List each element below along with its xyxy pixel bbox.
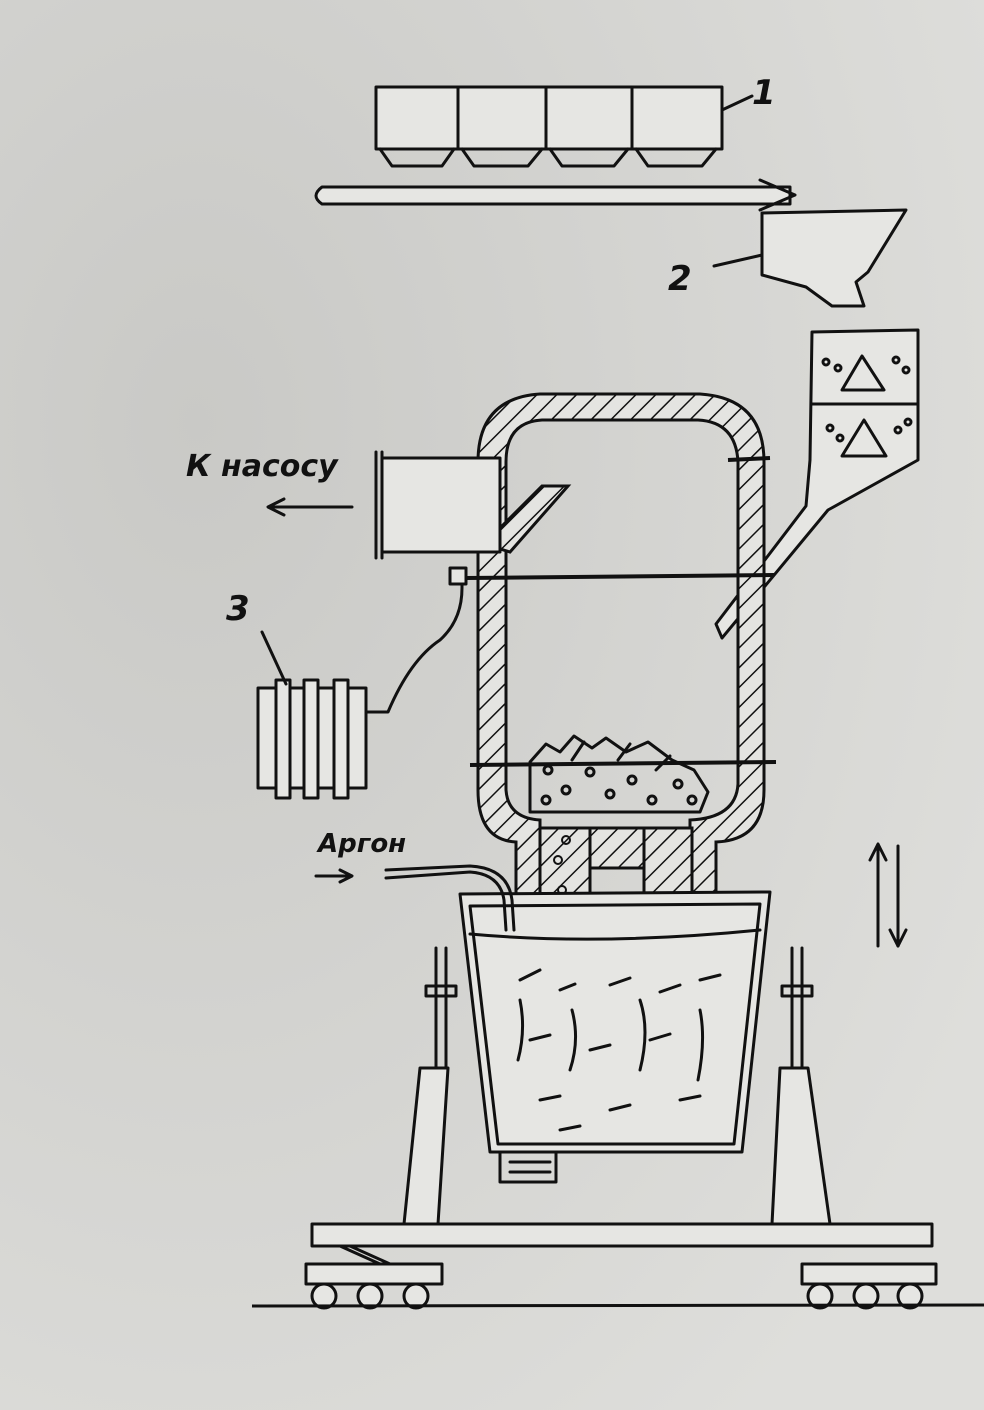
bins-row	[374, 85, 754, 168]
ladle	[458, 890, 772, 1184]
label-1: 1	[752, 73, 776, 113]
melt-splash	[528, 734, 710, 814]
pump-arrow	[266, 497, 354, 517]
ladle-stand	[402, 946, 832, 1226]
label-argon: Аргон	[316, 829, 406, 859]
transfer-car	[304, 1222, 938, 1310]
vertical-motion-arrows	[868, 842, 908, 948]
weighing-hopper	[712, 208, 908, 308]
argon-line	[314, 864, 516, 932]
conveyor	[314, 178, 797, 212]
label-3: 3	[226, 589, 250, 629]
ground-line	[251, 1303, 984, 1308]
label-2: 2	[668, 259, 692, 299]
vacuum-chamber	[465, 392, 777, 902]
label-pump: К насосу	[186, 449, 339, 484]
pump-outlet-pipe	[374, 450, 502, 560]
ladle-melt	[516, 968, 722, 1132]
dosing-feeder	[714, 328, 920, 640]
control-unit	[256, 566, 468, 800]
